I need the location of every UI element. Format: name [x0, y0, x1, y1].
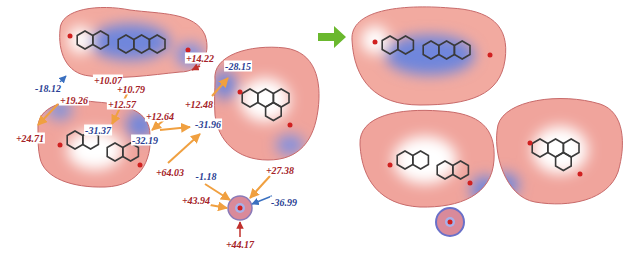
potential-value: +14.22: [185, 53, 215, 64]
potential-value: -32.19: [131, 135, 159, 146]
potential-value: -31.96: [194, 119, 222, 130]
potential-value: -1.18: [195, 171, 218, 182]
potential-value: +12.57: [107, 99, 137, 110]
potential-value: -36.99: [270, 197, 298, 208]
potential-value: +10.79: [116, 84, 146, 95]
potential-value: +24.71: [15, 133, 45, 144]
potential-value: +64.03: [155, 167, 185, 178]
potential-value: +12.48: [184, 99, 214, 110]
potential-value: -31.37: [84, 125, 112, 136]
potential-value: +43.94: [181, 195, 211, 206]
potential-value: -28.15: [224, 61, 252, 72]
potential-value: +44.17: [225, 239, 255, 250]
potential-value: +27.38: [265, 165, 295, 176]
potential-value: +19.26: [59, 95, 89, 106]
potential-value: -18.12: [34, 83, 62, 94]
potential-value: +12.64: [145, 111, 175, 122]
